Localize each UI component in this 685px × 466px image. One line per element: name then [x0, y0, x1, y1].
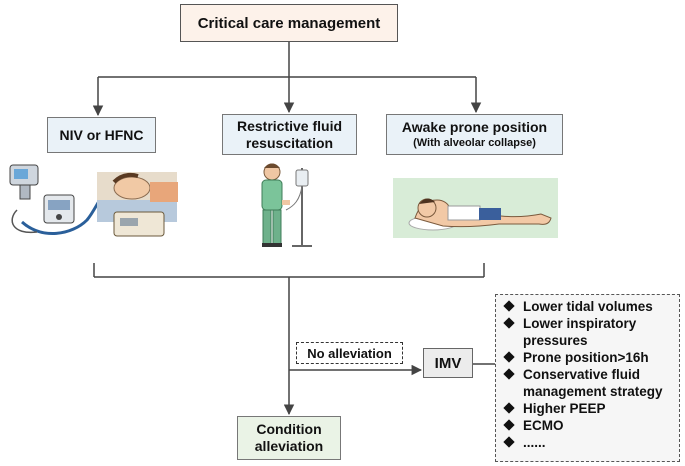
- niv-hfnc-box: NIV or HFNC: [47, 117, 156, 153]
- patient-with-iv-drip-icon: [261, 163, 312, 247]
- strategy-item: Higher PEEP: [503, 400, 675, 417]
- awake-prone-label: Awake prone position: [401, 119, 548, 135]
- strategy-item: Lower tidal volumes: [503, 298, 675, 315]
- restrictive-fluid-label: Restrictive fluid resuscitation: [236, 117, 343, 151]
- diamond-bullet-icon: [503, 351, 515, 363]
- imv-strategies-list: Lower tidal volumes Lower inspiratory pr…: [503, 298, 675, 451]
- critical-care-management-box: Critical care management: [180, 4, 398, 42]
- strategy-item: ECMO: [503, 417, 675, 434]
- niv-hfnc-label: NIV or HFNC: [59, 126, 144, 143]
- diamond-bullet-icon: [503, 436, 515, 448]
- imv-label: IMV: [434, 354, 462, 372]
- strategy-item: Lower inspiratory pressures: [503, 315, 675, 349]
- awake-prone-sublabel: (With alveolar collapse): [413, 137, 536, 149]
- imv-strategies-box: Lower tidal volumes Lower inspiratory pr…: [495, 294, 680, 462]
- restrictive-fluid-box: Restrictive fluid resuscitation: [222, 114, 357, 155]
- ventilator-and-patient-icon: [9, 164, 178, 237]
- strategy-item: Prone position>16h: [503, 349, 675, 366]
- no-alleviation-box: No alleviation: [296, 342, 403, 364]
- strategy-item: Conservative fluid management strategy: [503, 366, 675, 400]
- diamond-bullet-icon: [503, 419, 515, 431]
- condition-alleviation-label: Condition alleviation: [254, 421, 324, 454]
- awake-prone-box: Awake prone position (With alveolar coll…: [386, 114, 563, 155]
- diamond-bullet-icon: [503, 317, 515, 329]
- condition-alleviation-box: Condition alleviation: [237, 416, 341, 460]
- no-alleviation-label: No alleviation: [307, 345, 392, 361]
- diamond-bullet-icon: [503, 368, 515, 380]
- imv-box: IMV: [423, 348, 473, 378]
- prone-lying-person-icon: [393, 178, 558, 238]
- diamond-bullet-icon: [503, 402, 515, 414]
- strategy-item: ......: [503, 434, 675, 451]
- diamond-bullet-icon: [503, 300, 515, 312]
- critical-care-management-label: Critical care management: [197, 14, 381, 32]
